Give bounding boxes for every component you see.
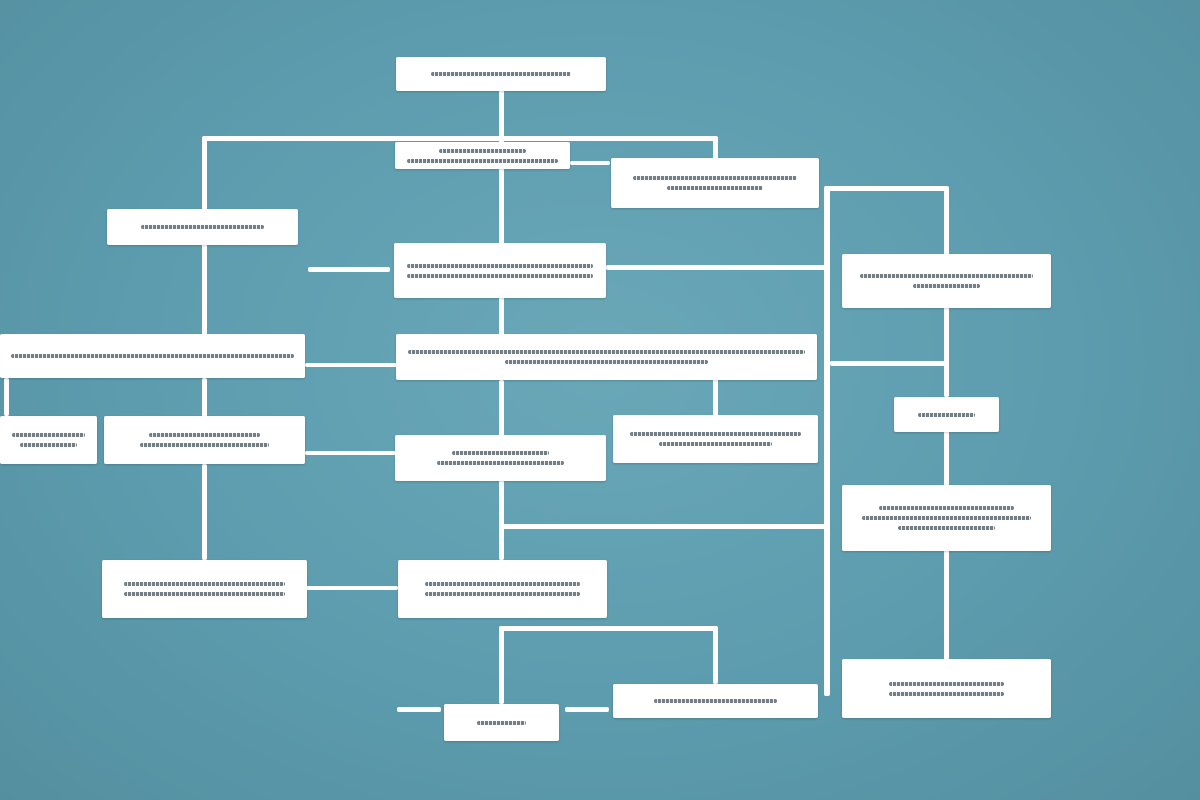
connector <box>944 431 949 486</box>
flow-node-root[interactable] <box>396 57 606 91</box>
flow-node-left-wide[interactable] <box>0 334 305 378</box>
flow-node-center-mid[interactable] <box>395 435 606 481</box>
flow-node-right-column-top[interactable] <box>842 254 1051 308</box>
connector <box>4 378 9 416</box>
connector <box>202 244 207 335</box>
connector <box>944 550 949 660</box>
connector <box>202 136 718 141</box>
node-text-line <box>451 451 550 455</box>
node-text-line <box>431 72 571 76</box>
node-text-line <box>139 443 270 447</box>
flow-node-center-main[interactable] <box>394 243 606 298</box>
connector <box>570 161 610 165</box>
connector <box>397 707 441 712</box>
flow-node-left-lower[interactable] <box>102 560 307 618</box>
node-text-line <box>406 263 594 268</box>
node-text-line <box>408 350 805 354</box>
connector <box>499 628 504 704</box>
connector <box>713 138 718 160</box>
node-text-line <box>149 433 260 437</box>
flow-node-bottom-small[interactable] <box>444 704 559 741</box>
connector <box>202 138 207 210</box>
node-text-line <box>912 284 981 288</box>
node-text-line <box>859 274 1034 278</box>
connector <box>308 267 390 272</box>
node-text-line <box>917 412 976 417</box>
flow-node-level2-center[interactable] <box>395 142 570 169</box>
connector <box>606 265 828 270</box>
node-text-line <box>633 176 797 180</box>
connector <box>499 90 504 145</box>
flow-node-left-edge[interactable] <box>0 416 97 464</box>
flow-node-center-wide[interactable] <box>396 334 817 380</box>
connector <box>499 480 504 560</box>
connector <box>499 168 504 244</box>
node-text-line <box>438 148 527 153</box>
connector <box>713 378 718 416</box>
connector <box>202 378 207 417</box>
connector <box>305 451 397 455</box>
node-text-line <box>654 699 777 703</box>
flow-node-right-column-small[interactable] <box>894 397 999 432</box>
connector <box>944 307 949 397</box>
node-text-line <box>124 592 285 596</box>
node-text-line <box>406 273 594 278</box>
connector <box>202 464 207 560</box>
flow-node-left-mid[interactable] <box>104 416 305 464</box>
flow-node-right-column-mid[interactable] <box>842 485 1051 551</box>
connector <box>305 363 397 367</box>
node-text-line <box>898 526 995 530</box>
node-text-line <box>476 720 527 725</box>
node-text-line <box>658 442 773 446</box>
connector <box>501 524 827 529</box>
connector <box>499 626 718 631</box>
node-text-line <box>505 360 708 364</box>
node-text-line <box>667 186 763 190</box>
connector <box>306 586 398 590</box>
node-text-line <box>878 506 1015 510</box>
flow-node-right-column-bottom[interactable] <box>842 659 1051 718</box>
node-text-line <box>141 225 264 229</box>
node-text-line <box>20 443 77 447</box>
connector <box>713 628 718 684</box>
connector <box>824 188 830 696</box>
node-text-line <box>437 461 564 465</box>
node-text-line <box>124 582 285 586</box>
flow-node-level2-right[interactable] <box>611 158 819 208</box>
connector <box>824 186 949 191</box>
node-text-line <box>861 516 1032 520</box>
node-text-line <box>888 681 1005 686</box>
connector <box>944 188 949 255</box>
connector <box>499 297 504 335</box>
node-text-line <box>425 582 580 586</box>
flow-node-left-upper[interactable] <box>107 209 298 245</box>
flow-node-right-mid[interactable] <box>613 415 818 463</box>
flow-node-center-lower[interactable] <box>398 560 607 618</box>
connector <box>565 707 609 712</box>
node-text-line <box>425 592 580 596</box>
node-text-line <box>10 354 295 358</box>
connector <box>830 361 946 366</box>
node-text-line <box>888 691 1005 696</box>
node-text-line <box>406 158 559 163</box>
connector <box>499 380 504 436</box>
flow-node-bottom-right[interactable] <box>613 684 818 718</box>
node-text-line <box>12 433 85 437</box>
node-text-line <box>630 432 801 436</box>
